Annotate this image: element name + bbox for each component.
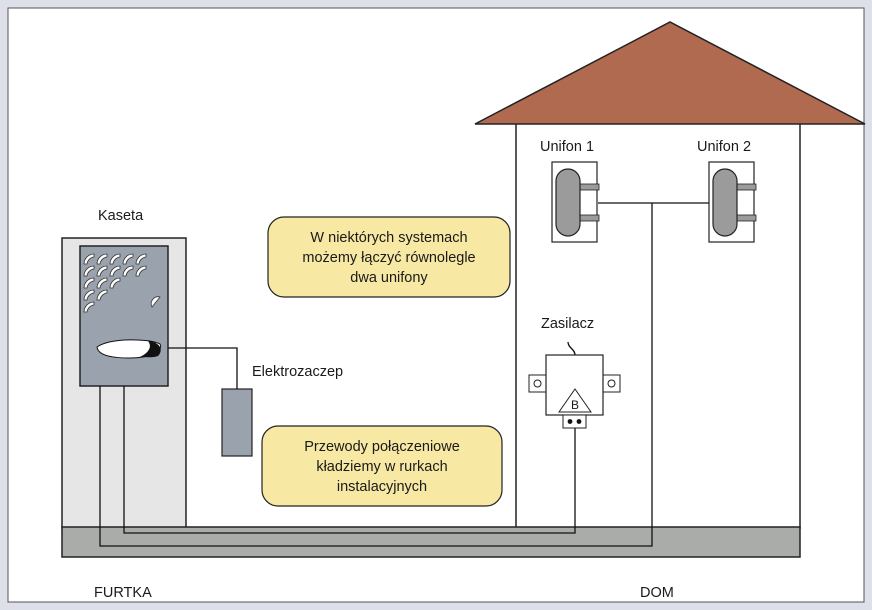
grille-hole: [109, 253, 121, 265]
transformer-symbol: [558, 388, 592, 413]
label-dom: DOM: [640, 585, 674, 601]
house-roof: [474, 21, 866, 125]
ground-strip: [61, 526, 801, 558]
camera-lens: [150, 296, 161, 308]
note-parallel-line-3: dwa unifony: [350, 270, 428, 286]
note-parallel: W niektórych systemach możemy łączyć rów…: [267, 216, 511, 298]
wiring: [99, 202, 709, 547]
power-cord: [567, 341, 576, 356]
wire-panel-to-power: [123, 386, 576, 534]
grille-hole: [83, 253, 95, 265]
note-wires: Przewody połączeniowe kładziemy w rurkac…: [261, 425, 503, 507]
grille-hole: [122, 253, 134, 265]
label-zasilacz: Zasilacz: [541, 316, 594, 332]
electric-strike: [221, 388, 253, 457]
grille-hole: [109, 277, 121, 289]
wire-panel-to-strike: [168, 347, 238, 389]
label-unifon-1: Unifon 1: [540, 139, 594, 155]
grille-hole: [135, 265, 147, 277]
label-unifon-2: Unifon 2: [697, 139, 751, 155]
grille-hole: [96, 277, 108, 289]
grille-hole: [96, 253, 108, 265]
speaker-grille: [83, 253, 147, 313]
grille-hole: [135, 253, 147, 265]
grille-hole: [83, 301, 95, 313]
note-wires-line-1: Przewody połączeniowe: [304, 439, 460, 455]
grille-hole: [122, 265, 134, 277]
grille-hole: [83, 265, 95, 277]
note-wires-line-3: instalacyjnych: [337, 479, 427, 495]
power-supply: [528, 354, 621, 429]
button-slot-shadow: [140, 341, 161, 358]
door-panel: [79, 245, 169, 387]
label-kaseta: Kaseta: [98, 208, 144, 224]
note-wires-line-2: kładziemy w rurkach: [316, 459, 447, 475]
label-furtka: FURTKA: [94, 585, 152, 601]
note-parallel-line-1: W niektórych systemach: [310, 230, 467, 246]
handset-2: [708, 161, 757, 243]
grille-hole: [96, 289, 108, 301]
handset-1: [551, 161, 600, 243]
grille-hole: [83, 277, 95, 289]
grille-hole: [109, 265, 121, 277]
grille-hole: [83, 289, 95, 301]
wire-panel-to-handsets: [99, 203, 653, 547]
grille-hole: [96, 265, 108, 277]
label-elektrozaczep: Elektrozaczep: [252, 364, 343, 380]
note-parallel-line-2: możemy łączyć równolegle: [302, 250, 475, 266]
label-transformer: B: [571, 398, 579, 412]
